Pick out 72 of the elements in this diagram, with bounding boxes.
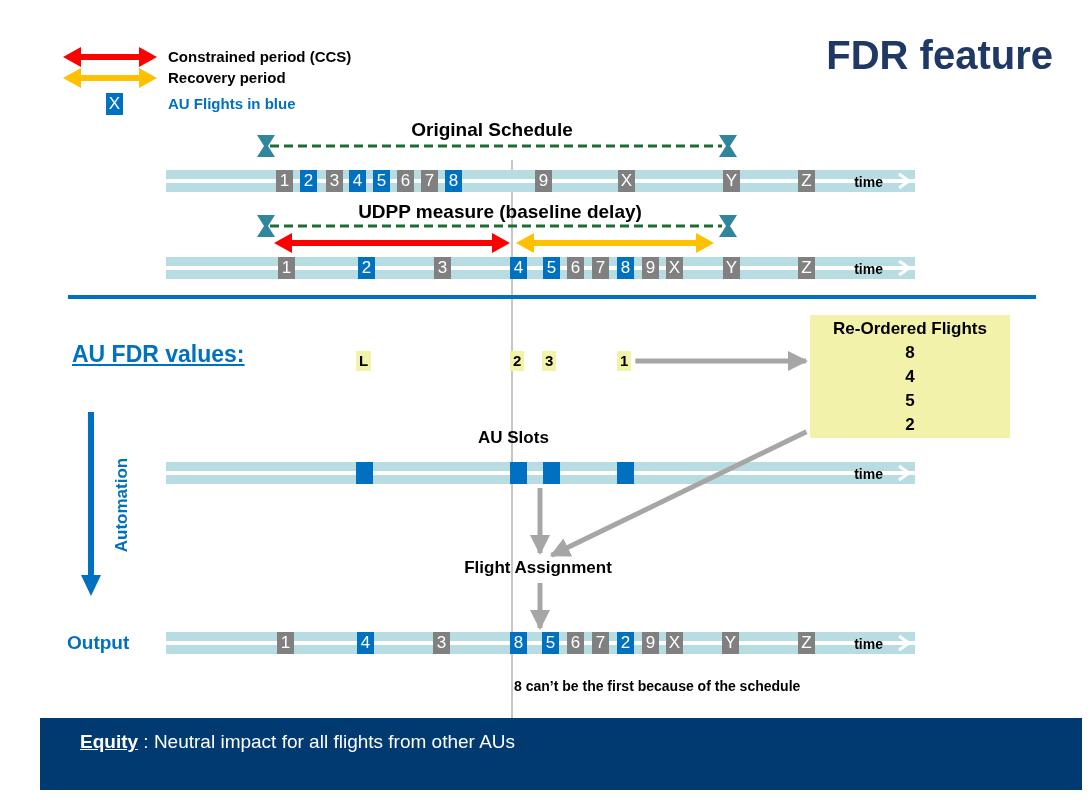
flight-tag: 8	[510, 632, 527, 654]
flight-tag: 7	[421, 170, 438, 192]
value-marker: 3	[542, 351, 557, 371]
flight-tag: Z	[798, 170, 815, 192]
flight-tag: 4	[357, 632, 374, 654]
legend-text: Recovery period	[168, 69, 286, 86]
flight-tag: 8	[617, 257, 634, 279]
flight-tag: 7	[592, 257, 609, 279]
time-label: time	[854, 636, 883, 652]
flight-tag: 3	[326, 170, 343, 192]
flight-tag: 2	[617, 632, 634, 654]
flight-tag: 7	[592, 632, 609, 654]
flight-tag: 4	[510, 257, 527, 279]
flight-tag: 1	[278, 257, 295, 279]
flight-tag: 8	[445, 170, 462, 192]
flight-tag: 5	[543, 257, 560, 279]
footer-text: Equity : Neutral impact for all flights from other AUs	[80, 731, 516, 753]
swatch-letter: X	[108, 94, 121, 113]
value-marker: 1	[617, 351, 632, 371]
arrow	[530, 488, 550, 555]
side-label: Automation	[112, 457, 132, 553]
time-label: time	[854, 261, 883, 277]
title: FDR feature	[826, 33, 1053, 78]
box-heading: Re-Ordered Flights	[832, 318, 988, 340]
flight-tag: 6	[567, 257, 584, 279]
flight-tag: X	[618, 170, 635, 192]
flight-tag: 9	[535, 170, 552, 192]
flight-tag: 5	[373, 170, 390, 192]
flight-tag: 4	[349, 170, 366, 192]
slot-marker	[510, 462, 527, 484]
list-item: 2	[904, 414, 916, 436]
time-label: time	[854, 466, 883, 482]
list-item: 5	[904, 390, 916, 412]
arrow	[635, 351, 808, 371]
arrow	[530, 583, 550, 630]
flight-tag: 5	[542, 632, 559, 654]
note-text: 8 can’t be the first because of the schedule	[514, 678, 801, 694]
row-label: Output	[67, 632, 130, 654]
slot-marker	[617, 462, 634, 484]
section-heading: AU FDR values:	[72, 341, 245, 368]
list-item: 4	[904, 366, 916, 388]
flight-tag: 3	[433, 632, 450, 654]
flight-tag: 6	[567, 632, 584, 654]
flight-tag: X	[666, 632, 683, 654]
list-item: 8	[904, 342, 916, 364]
flight-tag: 6	[397, 170, 414, 192]
flight-tag: 9	[642, 632, 659, 654]
value-marker: L	[356, 351, 372, 371]
flight-tag: Z	[798, 257, 815, 279]
step-label: Flight Assignment	[447, 557, 629, 579]
flight-tag: 1	[277, 632, 294, 654]
text-box	[810, 315, 1010, 438]
value-marker: 2	[510, 351, 525, 371]
slot-marker	[543, 462, 560, 484]
flight-tag: X	[666, 257, 683, 279]
timeline-heading: AU Slots	[478, 428, 549, 448]
flight-tag: Z	[798, 632, 815, 654]
flight-tag: Y	[722, 632, 739, 654]
flight-tag: 9	[642, 257, 659, 279]
flight-tag: 2	[358, 257, 375, 279]
flight-tag: Y	[723, 170, 740, 192]
legend-text: Constrained period (CCS)	[168, 48, 352, 65]
flight-tag: 1	[276, 170, 293, 192]
heading: Original Schedule	[411, 119, 573, 141]
flight-tag: 3	[434, 257, 451, 279]
time-label: time	[854, 174, 883, 190]
heading: UDPP measure (baseline delay)	[358, 201, 642, 223]
arrow	[549, 429, 808, 558]
slot-marker	[356, 462, 373, 484]
flight-tag: 2	[300, 170, 317, 192]
flight-tag: Y	[723, 257, 740, 279]
legend-text: AU Flights in blue	[168, 95, 296, 112]
